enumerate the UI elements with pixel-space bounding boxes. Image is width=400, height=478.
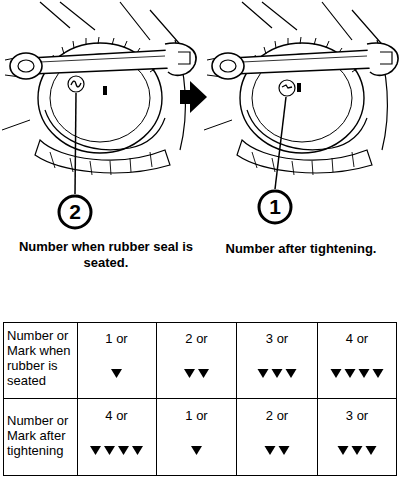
triangle-mark (191, 446, 202, 455)
table-cell: 2 or (183, 331, 211, 346)
table-header-box: Number or Mark after tightening (7, 413, 75, 458)
triangle-mark (366, 446, 377, 455)
caption-text-box: Number after tightening. (204, 241, 398, 257)
callout-circle: 2 (57, 194, 93, 230)
triangle-mark (331, 369, 342, 378)
table-cell-box: 1 or (183, 408, 211, 423)
triangle-mark (265, 446, 276, 455)
triangle-mark (338, 446, 349, 455)
triangle-mark (132, 446, 143, 455)
triangle-mark (345, 369, 356, 378)
table-header: Number or Mark when rubber is seated (7, 328, 75, 388)
table-cell: 4 or (343, 331, 371, 346)
triangle-mark (272, 369, 283, 378)
table-cell: 1 or (103, 331, 131, 346)
triangle-mark (258, 369, 269, 378)
triangle-mark (90, 446, 101, 455)
table-cell: 3 or (263, 331, 291, 346)
triangle-mark (104, 446, 115, 455)
table-cell-box: 2 or (263, 408, 291, 423)
table-cell-box: 1 or (103, 331, 131, 346)
table-cell-box: 3 or (263, 331, 291, 346)
triangle-mark (111, 369, 122, 378)
callout-number: 1 (269, 195, 281, 219)
triangle-mark (184, 369, 195, 378)
table-header-box: Number or Mark when rubber is seated (7, 328, 75, 388)
triangle-mark (198, 369, 209, 378)
table-cell: 3 or (343, 408, 371, 423)
table-cell-box: 3 or (343, 408, 371, 423)
table-cell: 1 or (183, 408, 211, 423)
triangle-mark (279, 446, 290, 455)
triangle-mark (373, 369, 384, 378)
caption-text: Number when rubber seal is seated. (16, 239, 196, 271)
triangle-mark (359, 369, 370, 378)
triangle-mark (352, 446, 363, 455)
callout-circle: 1 (257, 189, 293, 225)
triangle-mark (118, 446, 129, 455)
callout-number: 2 (69, 200, 81, 224)
triangle-mark (286, 369, 297, 378)
table-cell-box: 4 or (103, 408, 131, 423)
table-header: Number or Mark after tightening (7, 413, 75, 458)
caption-text: Number after tightening. (204, 241, 398, 257)
table-cell-box: 2 or (183, 331, 211, 346)
caption-text-box: Number when rubber seal is seated. (16, 239, 196, 271)
table-cell: 4 or (103, 408, 131, 423)
table-cell-box: 4 or (343, 331, 371, 346)
table-cell: 2 or (263, 408, 291, 423)
